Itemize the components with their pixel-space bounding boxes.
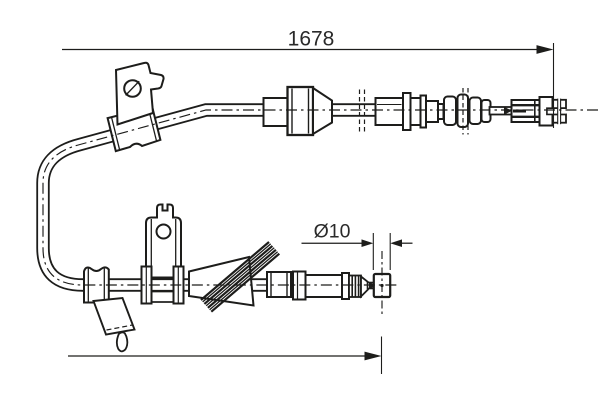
- spring-coil-stripes: [200, 241, 281, 313]
- clevis-fork-end: [538, 96, 567, 127]
- dimension-diameter: Ø10: [301, 221, 413, 270]
- length-label: 1678: [288, 28, 335, 51]
- arrowhead-right: [361, 239, 374, 247]
- conduit-sleeve-upper: [262, 97, 289, 127]
- arrowhead-right: [364, 351, 382, 361]
- lower-clamp: [83, 266, 110, 304]
- bellows-boot: [443, 93, 492, 128]
- cable-centerline: [42, 109, 598, 286]
- fork-break-gap: [557, 98, 561, 125]
- strap-tab: [115, 331, 129, 353]
- arrowhead-right: [536, 45, 554, 54]
- arrowhead-left: [390, 239, 402, 247]
- cable-end-tip: [504, 106, 512, 115]
- conical-spring: [188, 241, 281, 313]
- lower-mounting-bracket: [140, 203, 185, 305]
- diameter-label: Ø10: [314, 221, 351, 243]
- inner-cable-rod: [488, 106, 513, 116]
- centerlines: [42, 109, 598, 317]
- break-marks: [358, 88, 469, 135]
- lower-clamp-strap: [92, 296, 136, 353]
- crimp-sleeve: [510, 99, 541, 123]
- conduit-end-fitting: [292, 270, 377, 301]
- adjuster-barrel: [286, 85, 333, 137]
- adjuster-assembly: [374, 92, 445, 131]
- bracket-hole-slash: [125, 80, 140, 96]
- dimension-lower: [68, 336, 383, 374]
- dimension-length: 1678: [62, 28, 555, 128]
- upper-mounting-bracket: [114, 61, 165, 126]
- bracket-hole: [155, 223, 172, 240]
- fork-slot: [546, 107, 567, 116]
